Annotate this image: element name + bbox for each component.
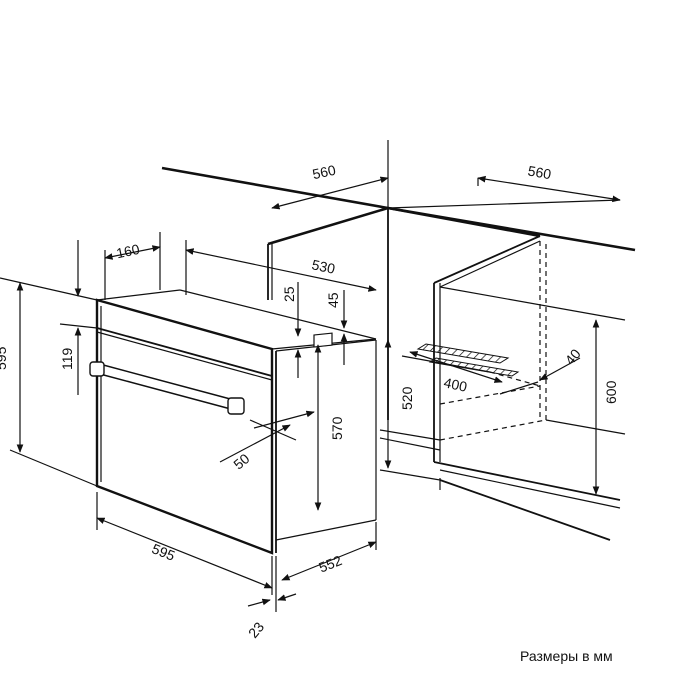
dim-niche-height: 600 <box>603 380 619 404</box>
dim-top-clearance: 45 <box>325 292 341 308</box>
dim-oven-width: 595 <box>150 540 178 564</box>
dim-vent-depth: 40 <box>561 346 583 368</box>
dim-oven-height: 595 <box>0 346 9 370</box>
dim-front-thickness: 23 <box>245 619 267 641</box>
oven-body <box>95 289 377 555</box>
oven-handle <box>89 361 245 415</box>
dim-top-gap: 25 <box>281 286 297 302</box>
dimension-lines <box>0 175 621 612</box>
dim-panel-height: 119 <box>59 347 75 370</box>
dim-offset-top: 160 <box>115 241 141 262</box>
dim-cabinet-width-top: 560 <box>311 162 337 183</box>
units-caption: Размеры в мм <box>520 648 613 664</box>
dim-panel-depth: 530 <box>310 256 336 277</box>
vent-opening <box>401 343 541 387</box>
dim-niche-height-min: 520 <box>399 386 415 410</box>
dim-body-height: 570 <box>329 416 345 440</box>
dim-niche-depth: 560 <box>527 163 553 183</box>
dim-vent-width: 400 <box>442 374 468 395</box>
dim-body-depth: 552 <box>316 552 344 576</box>
